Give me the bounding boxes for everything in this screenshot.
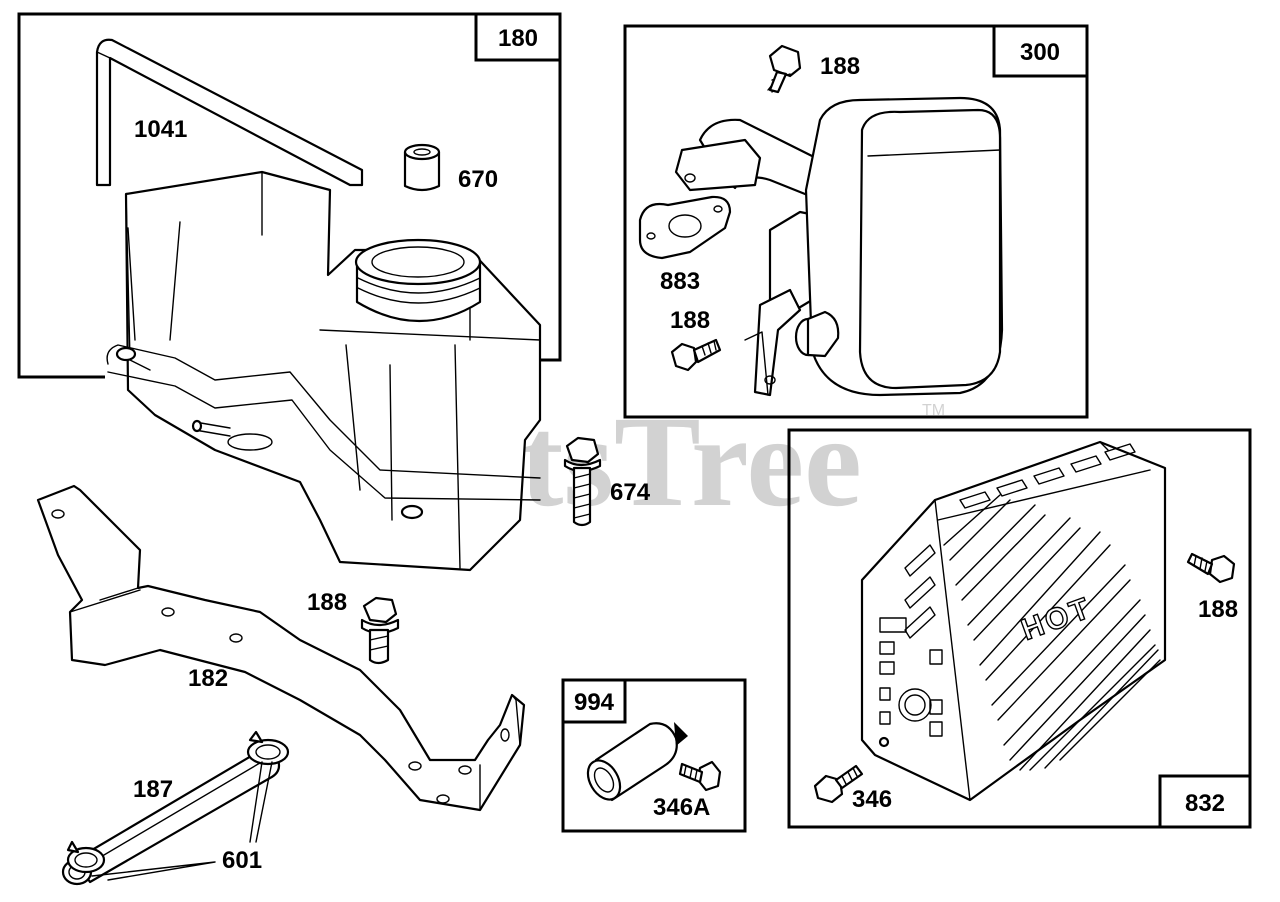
callout-188-muffler-bottom: 188 xyxy=(670,307,710,334)
callout-187: 187 xyxy=(133,776,173,803)
part-883-gasket[interactable] xyxy=(638,195,732,260)
part-674-bolt[interactable] xyxy=(563,436,602,527)
kit-180-label: 180 xyxy=(498,25,538,52)
callout-188-bracket: 188 xyxy=(307,589,347,616)
part-188-screw-guard[interactable] xyxy=(1186,552,1236,584)
callout-883: 883 xyxy=(660,268,700,295)
callout-188-guard: 188 xyxy=(1198,596,1238,623)
callout-346: 346 xyxy=(852,786,892,813)
callout-1041: 1041 xyxy=(134,116,187,143)
part-601-clamps[interactable] xyxy=(66,730,290,881)
kit-994-label: 994 xyxy=(574,689,615,716)
muffler[interactable] xyxy=(674,96,1004,397)
kit-300-frame: 300 xyxy=(623,24,1089,419)
part-994-connector[interactable] xyxy=(581,722,688,805)
callout-601: 601 xyxy=(222,847,262,874)
guard-top-vents xyxy=(904,443,1136,639)
part-346-screw[interactable] xyxy=(813,764,864,804)
fuel-tank[interactable] xyxy=(106,170,542,572)
part-188-bolt-bracket[interactable] xyxy=(360,596,400,665)
part-188-screw-muffler-top[interactable] xyxy=(767,44,802,94)
watermark-trademark: TM xyxy=(922,402,945,419)
part-188-screw-muffler-bottom[interactable] xyxy=(670,338,722,372)
guard-diagonal-slats xyxy=(943,494,1161,771)
muffler-guard[interactable]: HOT xyxy=(860,440,1167,802)
kit-994-frame: 994 xyxy=(561,678,747,833)
kit-180-frame: 180 xyxy=(17,12,562,379)
part-670-bushing[interactable] xyxy=(403,143,441,192)
callout-670: 670 xyxy=(458,166,498,193)
callout-182: 182 xyxy=(188,665,228,692)
part-182-bracket[interactable] xyxy=(36,484,526,812)
callout-188-muffler-top: 188 xyxy=(820,53,860,80)
callout-674: 674 xyxy=(610,479,651,506)
kit-832-label: 832 xyxy=(1185,790,1225,817)
part-1041-rod[interactable] xyxy=(95,38,364,187)
guard-side-vents xyxy=(878,617,943,748)
part-346A-screw[interactable] xyxy=(678,760,722,792)
kit-300-label: 300 xyxy=(1020,39,1060,66)
callout-346A: 346A xyxy=(653,794,710,821)
kit-832-frame: 832 xyxy=(787,428,1252,829)
